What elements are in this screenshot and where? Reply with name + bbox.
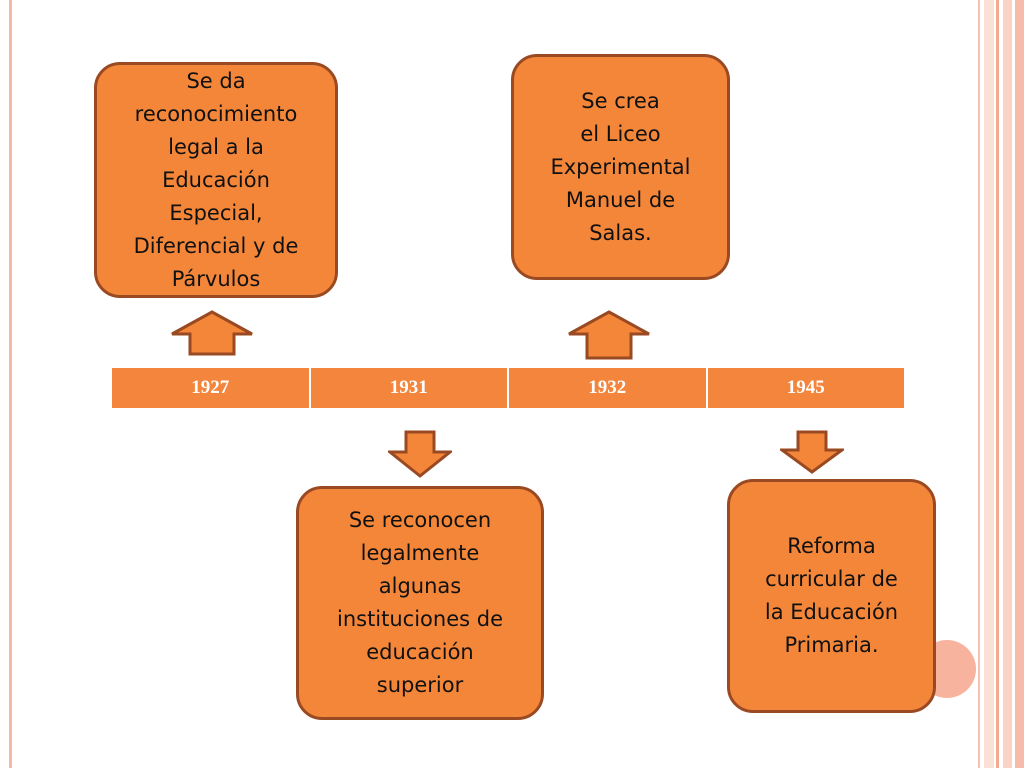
right-border-stripe (1003, 0, 1012, 768)
left-border-line (9, 0, 12, 768)
right-border-stripe (978, 0, 980, 768)
arrow-up-icon (170, 310, 254, 356)
year-1932: 1932 (509, 368, 708, 408)
year-1931: 1931 (311, 368, 509, 408)
right-border-stripe (984, 0, 994, 768)
right-border-stripe (1015, 0, 1024, 768)
arrow-down-icon (780, 430, 844, 474)
arrow-down-icon (388, 430, 452, 478)
event-box-1945: Reforma curricular de la Educación Prima… (727, 479, 936, 713)
event-box-1932: Se crea el Liceo Experimental Manuel de … (511, 54, 730, 280)
event-box-1927: Se da reconocimiento legal a la Educació… (94, 62, 338, 298)
timeline-bar: 1927 1931 1932 1945 (112, 368, 904, 408)
year-1945: 1945 (786, 377, 825, 398)
year-1927: 1927 (112, 368, 311, 408)
event-box-1931: Se reconocen legalmente algunas instituc… (296, 486, 544, 720)
arrow-up-icon (567, 310, 651, 360)
right-border-stripe (996, 0, 999, 768)
